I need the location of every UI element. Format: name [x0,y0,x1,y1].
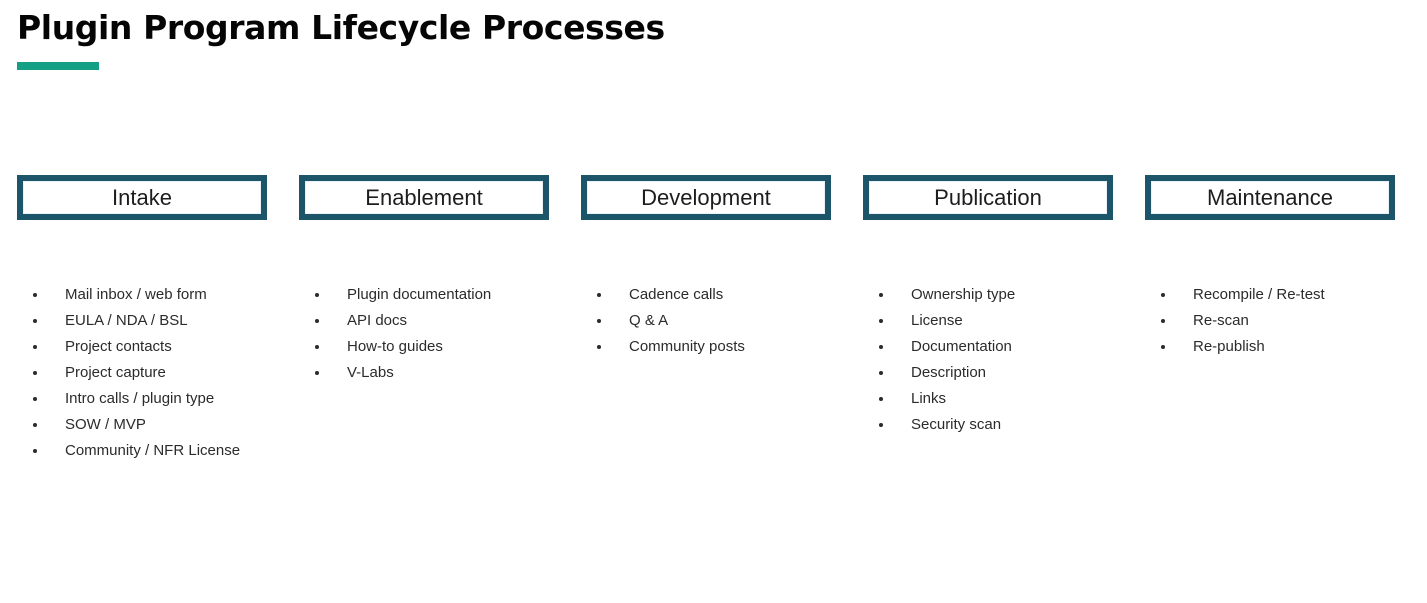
phase-header-label: Publication [934,184,1042,210]
list-item-label: API docs [347,312,408,329]
list-item-label: Cadence calls [629,286,724,303]
bullet-dot-icon [879,319,883,323]
bullet-dot-icon [1161,319,1165,323]
bullet-dot-icon [33,397,37,401]
bullet-dot-icon [33,293,37,297]
phase-header-enablement[interactable]: Enablement [299,175,549,220]
list-item: Security scan [863,412,1113,438]
list-item: Documentation [863,334,1113,360]
list-item-label: Project contacts [65,338,172,355]
title-accent-bar [17,62,99,70]
bullet-dot-icon [1161,345,1165,349]
list-item: Project contacts [17,334,267,360]
list-item-label: V-Labs [347,364,394,381]
list-item-label: Ownership type [911,286,1016,303]
phase-item-list: Cadence calls Q & A Community posts [581,282,831,360]
list-item-label: Community / NFR License [65,442,241,459]
list-item: API docs [299,308,549,334]
bullet-dot-icon [879,345,883,349]
list-item: Description [863,360,1113,386]
bullet-dot-icon [33,423,37,427]
list-item-label: Security scan [911,416,1002,433]
list-item: Re-publish [1145,334,1395,360]
bullet-dot-icon [879,423,883,427]
title-block: Plugin Program Lifecycle Processes [17,8,1017,70]
list-item: Intro calls / plugin type [17,386,267,412]
list-item: License [863,308,1113,334]
list-item-label: Intro calls / plugin type [65,390,215,407]
list-item-label: Links [911,390,947,407]
list-item-label: Documentation [911,338,1012,355]
list-item: How-to guides [299,334,549,360]
phase-header-publication[interactable]: Publication [863,175,1113,220]
bullet-dot-icon [879,371,883,375]
list-item-label: Description [911,364,987,381]
bullet-dot-icon [33,449,37,453]
phase-header-label: Intake [112,184,172,210]
list-item-label: Plugin documentation [347,286,492,303]
bullet-dot-icon [879,293,883,297]
bullet-dot-icon [33,345,37,349]
list-item: Re-scan [1145,308,1395,334]
bullet-dot-icon [315,293,319,297]
list-item-label: EULA / NDA / BSL [65,312,188,329]
bullet-dot-icon [1161,293,1165,297]
phase-header-development[interactable]: Development [581,175,831,220]
list-item: Plugin documentation [299,282,549,308]
list-item-label: Recompile / Re-test [1193,286,1325,303]
bullet-dot-icon [315,345,319,349]
bullet-dot-icon [315,371,319,375]
phase-header-label: Enablement [365,184,483,210]
bullet-dot-icon [33,371,37,375]
list-item: Mail inbox / web form [17,282,267,308]
list-item-label: How-to guides [347,338,443,355]
list-item: Project capture [17,360,267,386]
list-item-label: Re-publish [1193,338,1265,355]
bullet-dot-icon [33,319,37,323]
phase-header-maintenance[interactable]: Maintenance [1145,175,1395,220]
list-item: Community / NFR License [17,438,267,464]
bullet-dot-icon [597,345,601,349]
phase-header-label: Development [641,184,771,210]
list-item-label: License [911,312,963,329]
list-item-label: Project capture [65,364,166,381]
phase-header-intake[interactable]: Intake [17,175,267,220]
phase-header-label: Maintenance [1207,184,1333,210]
list-item: Cadence calls [581,282,831,308]
list-item: EULA / NDA / BSL [17,308,267,334]
list-item: Links [863,386,1113,412]
list-item-label: Mail inbox / web form [65,286,207,303]
bullet-dot-icon [879,397,883,401]
list-item-label: Community posts [629,338,745,355]
bullet-dot-icon [597,319,601,323]
list-item-label: Re-scan [1193,312,1249,329]
list-item: Q & A [581,308,831,334]
page-title: Plugin Program Lifecycle Processes [17,8,665,47]
list-item-label: SOW / MVP [65,416,146,433]
list-item: V-Labs [299,360,549,386]
bullet-dot-icon [597,293,601,297]
list-item: Community posts [581,334,831,360]
list-item-label: Q & A [629,312,669,329]
bullet-dot-icon [315,319,319,323]
list-item: Recompile / Re-test [1145,282,1395,308]
list-item: Ownership type [863,282,1113,308]
list-item: SOW / MVP [17,412,267,438]
